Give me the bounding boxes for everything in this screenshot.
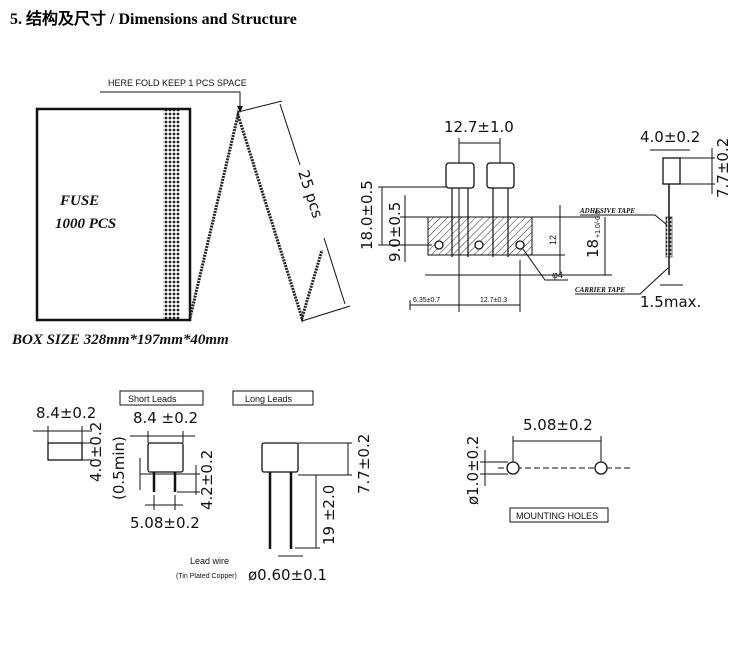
fuse-body (486, 162, 515, 189)
side-height: 7.7±0.2 (714, 138, 732, 198)
hole-diameter: ø1.0±0.2 (464, 436, 482, 505)
long-leads-label: Long Leads (245, 394, 293, 404)
lead-wire-label: Lead wire (190, 556, 229, 566)
carrier-tape-label: CARRIER TAPE (575, 286, 625, 294)
fuse-top-view (47, 442, 83, 461)
folded-tape (163, 110, 180, 319)
packing-diagram: HERE FOLD KEEP 1 PCS SPACE 25 pcs FUSE 1… (11, 78, 351, 348)
mounting-hole (594, 461, 608, 475)
hole-pitch: 5.08±0.2 (523, 416, 593, 434)
fanfold-tape (188, 109, 324, 324)
mounting-label: MOUNTING HOLES (516, 511, 598, 521)
thickness: 1.5max. (640, 293, 701, 311)
tape-width-tol: +1.0/-0.5 (595, 210, 602, 238)
fuse-side (662, 157, 681, 185)
long-leads-label-box (232, 390, 314, 406)
hole-height: 9.0±0.5 (386, 202, 404, 262)
body-pitch: 12.7±1.0 (444, 118, 514, 136)
tape-diagram: 12.7±1.0 18.0±0.5 9.0±0.5 12 18 +1.0/-0.… (358, 118, 732, 312)
box-label-fuse: FUSE (59, 193, 99, 209)
mounting-holes-diagram: 5.08±0.2 ø1.0±0.2 MOUNTING HOLES (464, 416, 630, 523)
adhesive-tape-label: ADHESIVE TAPE (579, 207, 635, 215)
short-width: 8.4 ±0.2 (133, 409, 198, 427)
tape-width-18: 18 (584, 239, 602, 258)
hole-pitch: 12.7±0.3 (480, 297, 507, 304)
part-dimensions: 8.4±0.2 4.0±0.2 Short Leads Long Leads 8… (33, 390, 373, 584)
fuse-long-leads (261, 442, 299, 473)
lead-diameter: ø0.60±0.1 (248, 566, 327, 584)
mounting-hole (506, 461, 520, 475)
fuse-short-leads (147, 442, 184, 473)
section-title: 5. 结构及尺寸 / Dimensions and Structure (10, 9, 297, 28)
fuse-body (445, 162, 475, 189)
box-outline (35, 107, 192, 322)
side-width: 4.0±0.2 (640, 128, 700, 146)
top-depth: 4.0±0.2 (87, 422, 105, 482)
fold-note: HERE FOLD KEEP 1 PCS SPACE (108, 78, 247, 88)
mounting-label-box (509, 507, 609, 523)
fold-arrow (100, 91, 241, 112)
count-label: 25 pcs (294, 168, 326, 221)
standoff: (0.5min) (110, 436, 128, 500)
offset-dim: 6.35±0.7 (413, 297, 440, 304)
lead-material: (Tin Plated Copper) (176, 573, 237, 580)
long-lead-length: 19 ±2.0 (320, 485, 338, 545)
hole-diameter: φ4 (552, 270, 563, 280)
short-leads-label-box (119, 390, 204, 406)
tape-width-12: 12 (548, 235, 558, 245)
long-height: 7.7±0.2 (355, 434, 373, 494)
short-leads-label: Short Leads (128, 394, 177, 404)
top-width: 8.4±0.2 (36, 404, 96, 422)
lead-pitch: 5.08±0.2 (130, 514, 200, 532)
short-lead-length: 4.2±0.2 (198, 450, 216, 510)
total-height: 18.0±0.5 (358, 180, 376, 250)
box-size: BOX SIZE 328mm*197mm*40mm (11, 332, 229, 348)
box-label-qty: 1000 PCS (55, 216, 116, 232)
